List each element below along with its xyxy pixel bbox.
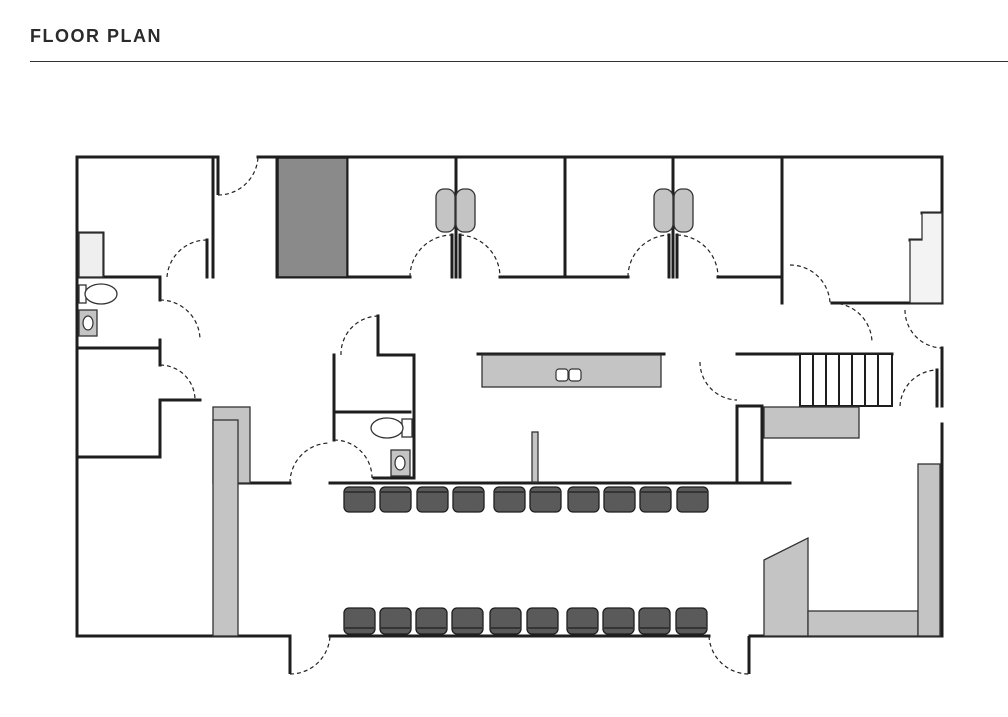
door-swings — [159, 156, 943, 675]
chair — [343, 607, 376, 635]
chair — [415, 607, 448, 635]
chairs-bottom-row — [343, 607, 708, 635]
divider-post — [531, 431, 539, 483]
storage-block — [277, 157, 348, 278]
restroom-left — [78, 283, 118, 337]
chair — [529, 486, 562, 513]
chair — [416, 486, 449, 513]
chairs-top-row — [343, 486, 709, 513]
chair — [675, 607, 708, 635]
toilet-icon — [370, 417, 404, 439]
chair — [676, 486, 709, 513]
stairs — [799, 353, 893, 407]
chair — [343, 486, 376, 513]
sink-pair-2 — [653, 188, 694, 233]
page-title: FLOOR PLAN — [30, 26, 162, 46]
corner-cabinet — [909, 212, 943, 304]
closet-cabinet — [78, 232, 104, 278]
restroom-center — [370, 417, 413, 477]
chair — [452, 486, 485, 513]
door-leaves — [216, 157, 784, 674]
chair — [567, 486, 600, 513]
chair — [602, 607, 635, 635]
chair — [526, 607, 559, 635]
reception-counter — [481, 354, 662, 388]
chair — [379, 607, 412, 635]
chair — [451, 607, 484, 635]
sink-pair-1 — [435, 188, 476, 233]
title-rule — [30, 61, 1008, 62]
chair — [379, 486, 412, 513]
left-bench — [212, 406, 251, 637]
chair — [638, 607, 671, 635]
chair — [603, 486, 636, 513]
storage-shelf — [763, 406, 860, 439]
chair — [493, 486, 526, 513]
right-lounge-seating — [763, 463, 941, 637]
chair — [489, 607, 522, 635]
chair — [639, 486, 672, 513]
chair — [566, 607, 599, 635]
toilet-icon — [84, 283, 118, 305]
